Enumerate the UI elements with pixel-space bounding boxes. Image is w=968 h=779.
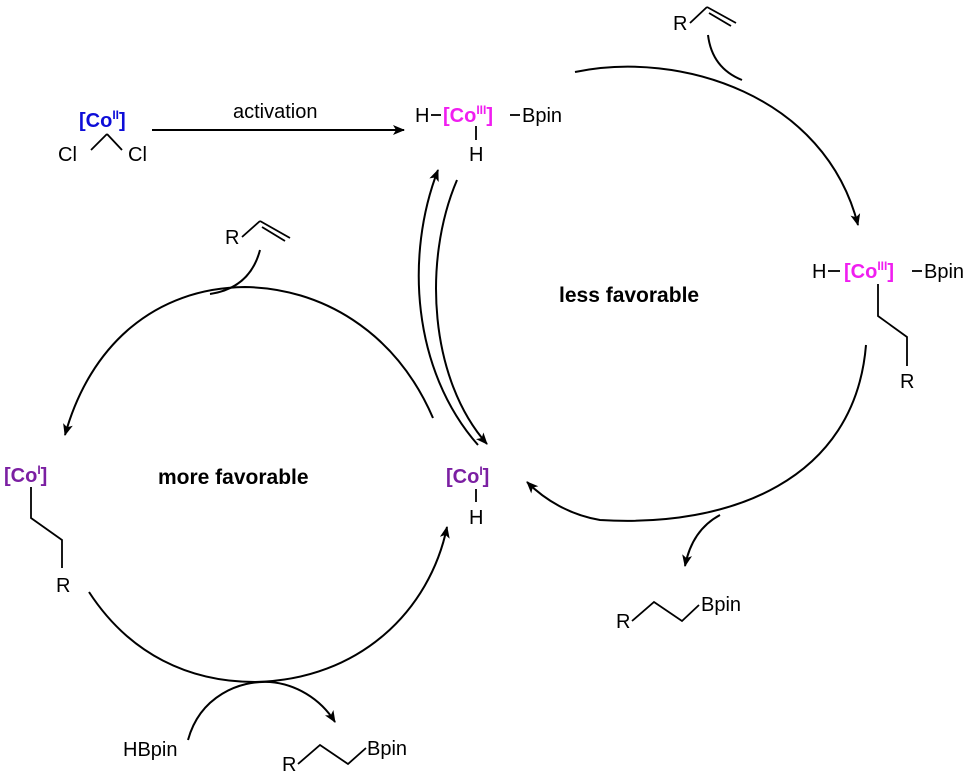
alkene-left-double-bond-inner (261, 226, 286, 242)
co3-alkyl-complex: H [CoIII] Bpin R (812, 259, 964, 393)
co1-alkyl-oxidation-state: I (37, 463, 40, 477)
product-right-chain (631, 600, 700, 623)
alkene-top-double-bond-inner (708, 12, 732, 27)
bpin-label: Bpin (522, 105, 562, 127)
co3-oxidation-state: III (476, 103, 486, 117)
hbpin-entry-product-arrow (187, 680, 336, 741)
co1-hydride-bracket-close: ] (483, 466, 490, 488)
activation-label: activation (233, 101, 318, 123)
co3-bracket-close: ] (486, 105, 493, 127)
h-left: H (415, 105, 429, 127)
h-bottom: H (469, 144, 483, 166)
co3-label: [CoIII] (443, 103, 493, 127)
alkyl-chain (877, 284, 908, 366)
co2-oxidation-state: II (112, 108, 119, 122)
product-right-bpin: Bpin (701, 594, 741, 616)
alkene-left-entry-curve (209, 249, 261, 295)
equilibrium-arrow-down (435, 179, 488, 445)
alkyl-r: R (900, 371, 914, 393)
co2-bracket-co: [Co (79, 110, 112, 132)
co1-alkyl-r: R (56, 575, 70, 597)
alkene-left-r: R (225, 227, 239, 249)
alkene-left-double-bond-outer (259, 220, 291, 239)
h-left-alkyl: H (812, 261, 826, 283)
co1-alkyl-label: [CoI] (4, 463, 47, 487)
co-cl-bond-left (90, 133, 108, 151)
product-right: R Bpin (616, 594, 741, 633)
chloride-left: Cl (58, 144, 77, 166)
alkene-top: R (673, 6, 743, 81)
left-cycle-arc-top (63, 285, 434, 436)
right-cycle-arc-top (574, 65, 861, 226)
co1-alkyl-chain (30, 487, 63, 568)
alkene-top-double-bond-outer (706, 6, 737, 24)
co2-bracket-close: ] (119, 110, 126, 132)
product-bottom-chain (297, 743, 367, 766)
product-bottom-r: R (282, 754, 296, 776)
hbpin-label: HBpin (123, 739, 177, 761)
chloride-right: Cl (128, 144, 147, 166)
product-bottom: R Bpin (282, 738, 407, 776)
co3-alkyl-oxidation-state: III (877, 259, 887, 273)
product-release-arrow-right (682, 514, 721, 567)
co1-alkyl-bracket-close: ] (41, 465, 48, 487)
less-favorable-label: less favorable (559, 284, 699, 307)
co1-hydride-bracket-co: [Co (446, 466, 479, 488)
co3-hydride-complex: H [CoIII] Bpin H (415, 103, 562, 166)
co1-alkyl-bracket-co: [Co (4, 465, 37, 487)
co3-alkyl-label: [CoIII] (844, 259, 894, 283)
bpin-alkyl: Bpin (924, 261, 964, 283)
co-cl-bond-right (106, 133, 123, 151)
alkene-left-single-bond (241, 220, 261, 238)
co3-bracket-co: [Co (443, 105, 476, 127)
right-cycle-arc-bottom (526, 344, 867, 522)
co3-alkyl-bracket-close: ] (887, 261, 894, 283)
co1-hydride-oxidation-state: I (479, 464, 482, 478)
co3-alkyl-bracket-co: [Co (844, 261, 877, 283)
product-right-r: R (616, 611, 630, 633)
co1-hydride-label: [CoI] (446, 464, 489, 488)
precatalyst-coii: [CoII] Cl Cl (58, 108, 147, 166)
equilibrium-arrow-up (417, 169, 479, 446)
more-favorable-label: more favorable (158, 466, 309, 489)
alkene-top-entry-curve (707, 34, 743, 81)
alkene-top-r: R (673, 13, 687, 35)
alkene-left: R (209, 220, 291, 295)
co1-alkyl-complex: [CoI] R (4, 463, 70, 597)
alkene-top-single-bond (689, 6, 708, 24)
left-cycle-arc-bottom (88, 526, 450, 684)
co1-hydride-h: H (469, 507, 483, 529)
product-bottom-bpin: Bpin (367, 738, 407, 760)
co2-label: [CoII] (79, 108, 126, 132)
co1-hydride-complex: [CoI] H (446, 464, 489, 529)
